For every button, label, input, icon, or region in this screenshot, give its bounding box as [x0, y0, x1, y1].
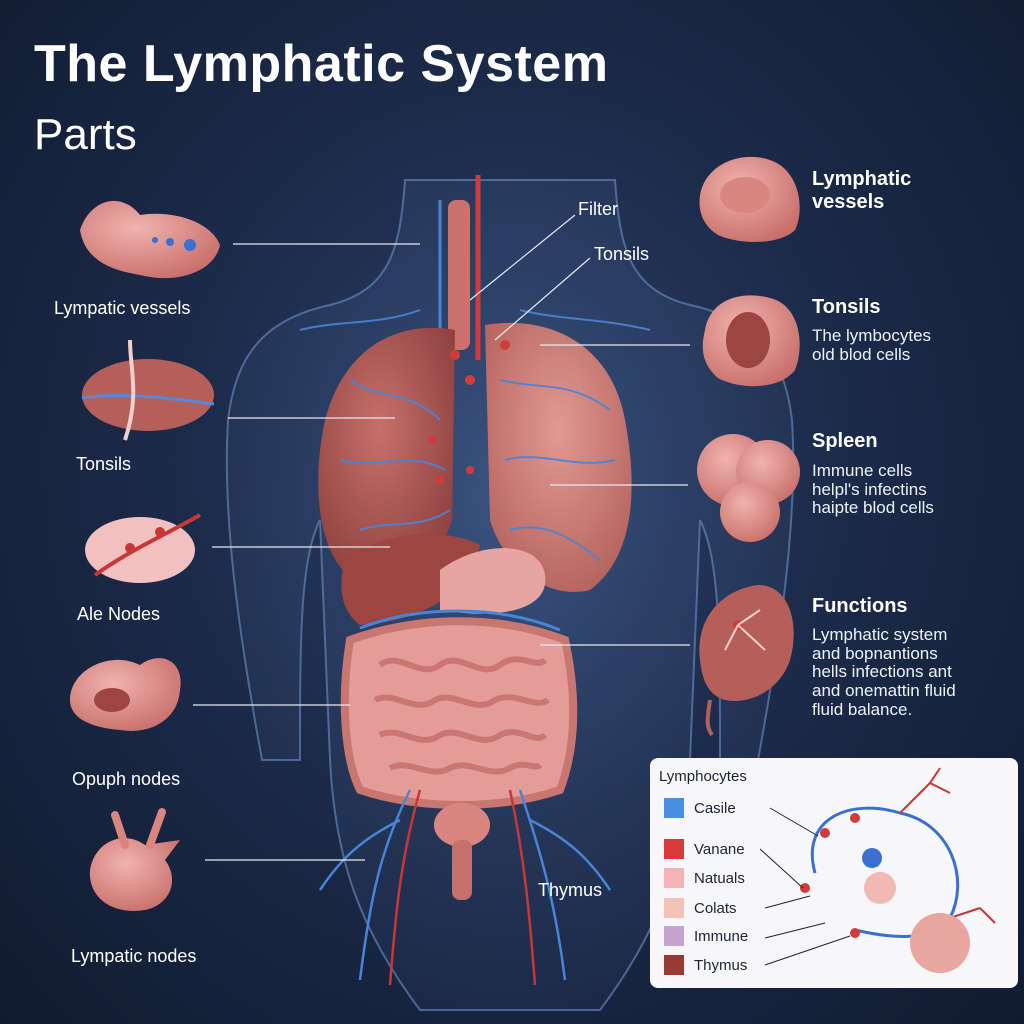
- center-label-tonsils: Tonsils: [594, 244, 650, 264]
- legend-network-illustration: [759, 767, 996, 973]
- thumb-lymphatic-vessel: [80, 200, 220, 279]
- right-desc-tonsils-line-2: old blod cells: [812, 344, 911, 364]
- left-label-opuph-nodes: Opuph nodes: [72, 769, 181, 789]
- legend-label-vanane: Vanane: [694, 840, 745, 858]
- legend-swatch-casile: [664, 798, 684, 818]
- legend-panel: Lymphocytes Casile Vanane Natuals Colats…: [650, 758, 1018, 988]
- legend-label-casile: Casile: [694, 799, 736, 817]
- thumb-right-tonsil: [702, 295, 800, 387]
- right-desc-spleen-line-1: Immune cells: [812, 461, 913, 480]
- left-label-tonsils: Tonsils: [76, 454, 132, 474]
- legend-swatch-immune: [664, 926, 684, 946]
- right-lung: [485, 322, 632, 592]
- right-desc-functions-line-2: and bopnantions: [812, 643, 938, 663]
- legend-item-thymus: Thymus: [664, 955, 747, 975]
- legend-item-colats: Colats: [664, 898, 737, 918]
- right-desc-functions: Lymphatic system and bopnantions hells i…: [812, 625, 956, 719]
- thumb-spleen: [697, 434, 800, 542]
- right-desc-functions-line-3: hells infections ant: [812, 662, 952, 682]
- right-desc-spleen-line-3: haipte blod cells: [812, 498, 934, 518]
- thumb-opuph-node: [70, 658, 181, 731]
- thumb-tonsil: [81, 339, 215, 441]
- right-heading-lymphatic-vessels: Lymphatic vessels: [812, 168, 912, 213]
- page-subtitle: Parts: [34, 110, 137, 159]
- right-desc-spleen: Immune cells helpl's infectins haipte bl…: [812, 461, 934, 518]
- center-label-thymus: Thymus: [538, 880, 603, 900]
- right-desc-tonsils: The lymbocytes old blod cells: [812, 326, 932, 364]
- left-lung: [318, 327, 455, 582]
- left-label-lympatic-vessels: Lympatic vessels: [54, 298, 191, 318]
- stomach: [440, 548, 546, 614]
- legend-label-immune: Immune: [694, 927, 749, 945]
- center-label-filter: Filter: [578, 199, 618, 219]
- left-label-ale-nodes: Ale Nodes: [77, 604, 161, 624]
- thumb-node: [85, 513, 201, 583]
- liver: [341, 534, 480, 625]
- trachea: [448, 200, 470, 350]
- legend-item-natuals: Natuals: [664, 868, 745, 888]
- right-heading-spleen: Spleen: [812, 430, 878, 452]
- right-desc-functions-line-1: Lymphatic system: [812, 625, 948, 644]
- thumb-lympatic-node: [89, 808, 180, 911]
- page-title: The Lymphatic System: [34, 35, 609, 93]
- small-intestine: [373, 656, 550, 775]
- legend-label-natuals: Natuals: [694, 869, 745, 887]
- right-heading-functions: Functions: [812, 595, 908, 617]
- right-desc-spleen-line-2: helpl's infectins: [812, 479, 927, 499]
- legend-label-colats: Colats: [694, 899, 737, 917]
- left-label-lympatic-nodes: Lympatic nodes: [71, 946, 197, 966]
- legend-swatch-thymus: [664, 955, 684, 975]
- legend-swatch-vanane: [664, 839, 684, 859]
- legend-swatch-colats: [664, 898, 684, 918]
- legend-label-thymus: Thymus: [694, 956, 748, 974]
- thumb-right-vessel: [699, 156, 800, 242]
- legend-item-immune: Immune: [664, 926, 748, 946]
- right-heading-tonsils: Tonsils: [812, 296, 881, 318]
- right-desc-functions-line-5: fluid balance.: [812, 699, 913, 719]
- thumb-functions: [699, 585, 794, 737]
- legend-title: Lymphocytes: [659, 768, 747, 785]
- legend-item-casile: Casile: [664, 798, 736, 818]
- legend-item-vanane: Vanane: [664, 839, 745, 859]
- legend-swatch-natuals: [664, 868, 684, 888]
- large-intestine: [340, 617, 578, 809]
- bladder: [434, 803, 490, 847]
- right-desc-functions-line-4: and onemattin fluid: [812, 681, 956, 701]
- right-desc-tonsils-line-1: The lymbocytes: [812, 326, 932, 345]
